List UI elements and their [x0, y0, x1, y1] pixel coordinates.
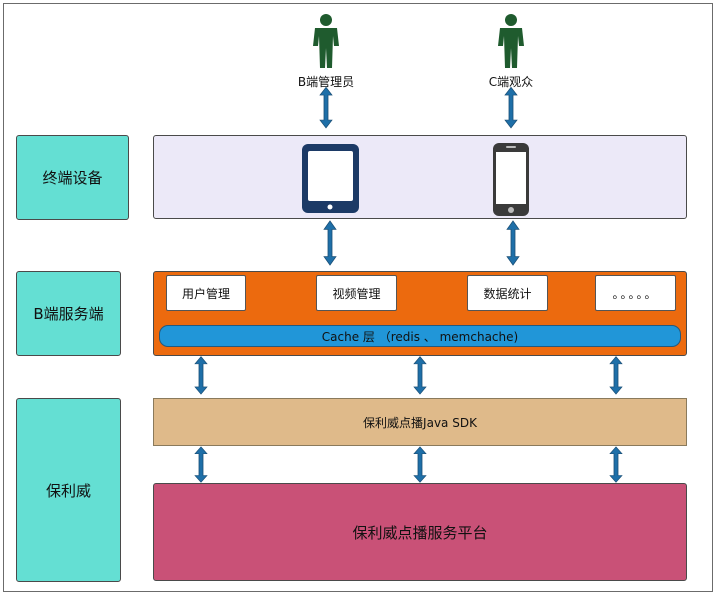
double-arrow-icon: [413, 446, 427, 483]
terminal-devices-panel: [153, 135, 687, 219]
double-arrow-icon: [194, 446, 208, 483]
double-arrow-icon: [323, 220, 337, 266]
smartphone-icon: [493, 143, 529, 216]
module-more: 。。。。。: [595, 275, 676, 311]
double-arrow-icon: [506, 220, 520, 266]
side-label-b-service: B端服务端: [16, 271, 121, 356]
module-user-management: 用户管理: [166, 275, 246, 311]
double-arrow-icon: [609, 446, 623, 483]
polyv-java-sdk: 保利威点播Java SDK: [153, 398, 687, 446]
polyv-vod-platform: 保利威点播服务平台: [153, 483, 687, 581]
person-icon: [313, 14, 339, 68]
side-label-terminal: 终端设备: [16, 135, 129, 220]
double-arrow-icon: [413, 356, 427, 395]
actor-label-b-admin: B端管理员: [297, 75, 355, 89]
module-data-statistics: 数据统计: [467, 275, 548, 311]
tablet-icon: [302, 144, 359, 213]
double-arrow-icon: [504, 86, 518, 129]
person-icon: [498, 14, 524, 68]
module-video-management: 视频管理: [316, 275, 397, 311]
actor-label-c-audience: C端观众: [488, 75, 534, 89]
side-label-polyv: 保利威: [16, 398, 121, 582]
double-arrow-icon: [609, 356, 623, 395]
double-arrow-icon: [194, 356, 208, 395]
double-arrow-icon: [319, 86, 333, 129]
cache-layer: Cache 层 （redis 、 memchache): [159, 325, 681, 347]
